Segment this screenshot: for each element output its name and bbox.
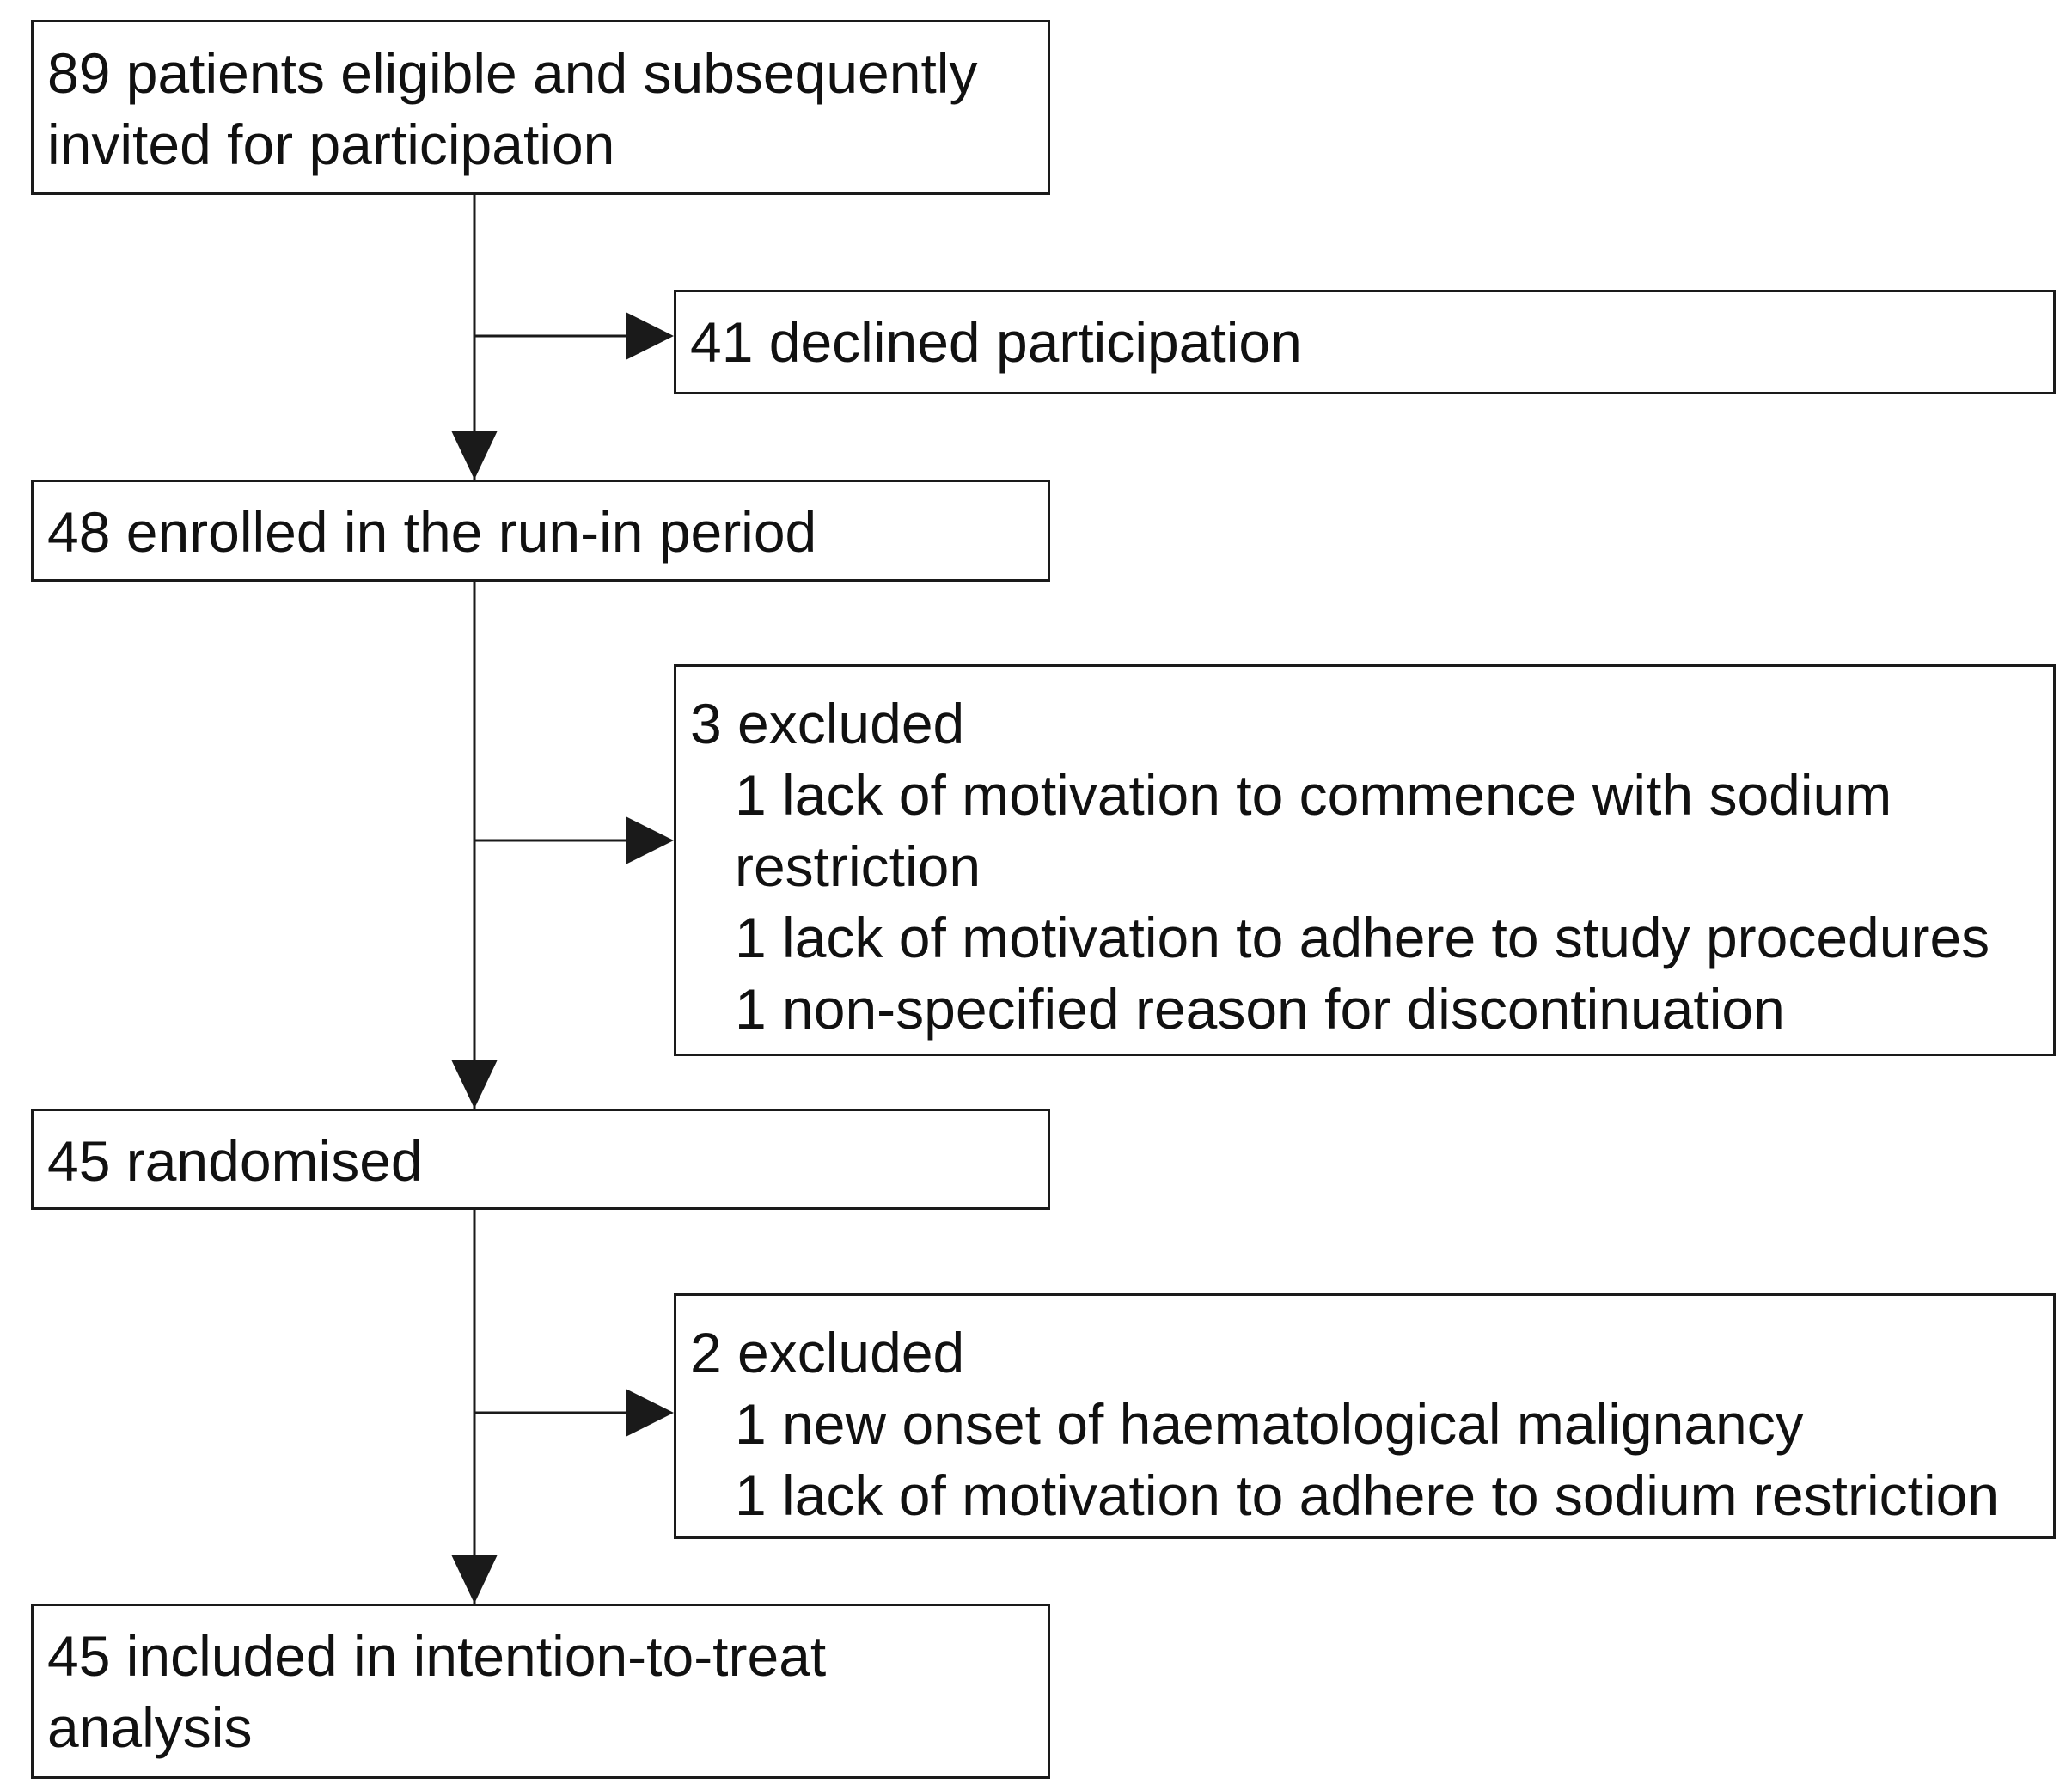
excluded-post-reason-2: 1 lack of motivation to adhere to sodium… <box>735 1463 2000 1527</box>
excluded-runin-reason-2: 1 lack of motivation to adhere to study … <box>735 906 1990 969</box>
eligible-text-line-1: 89 patients eligible and subsequently <box>47 41 978 105</box>
eligible-box: 89 patients eligible and subsequently in… <box>31 20 1050 195</box>
declined-text: 41 declined participation <box>690 310 1302 374</box>
itt-text-line-2: analysis <box>47 1695 253 1759</box>
enrolled-box: 48 enrolled in the run-in period <box>31 480 1050 582</box>
enrolled-text: 48 enrolled in the run-in period <box>47 500 817 564</box>
excluded-runin-box: 3 excluded 1 lack of motivation to comme… <box>674 664 2056 1056</box>
randomised-text: 45 randomised <box>47 1129 423 1193</box>
arrowhead-to-enrolled <box>451 431 498 480</box>
excluded-runin-heading: 3 excluded <box>690 692 965 755</box>
excluded-runin-reason-3: 1 non-specified reason for discontinuati… <box>735 977 1785 1041</box>
excluded-post-randomisation-box: 2 excluded 1 new onset of haematological… <box>674 1293 2056 1539</box>
excluded-runin-reason-1: 1 lack of motivation to commence with so… <box>735 763 1892 827</box>
eligible-text-line-2: invited for participation <box>47 113 615 176</box>
arrowhead-to-itt <box>451 1555 498 1604</box>
arrowhead-to-randomised <box>451 1060 498 1109</box>
arrowhead-to-excluded-post <box>626 1389 674 1437</box>
declined-box: 41 declined participation <box>674 290 2056 394</box>
excluded-post-reason-1: 1 new onset of haematological malignancy <box>735 1392 1804 1456</box>
arrowhead-to-declined <box>626 312 674 360</box>
excluded-post-heading: 2 excluded <box>690 1321 965 1384</box>
arrowhead-to-excluded-runin <box>626 816 674 864</box>
randomised-box: 45 randomised <box>31 1109 1050 1210</box>
itt-analysis-box: 45 included in intention-to-treat analys… <box>31 1604 1050 1779</box>
excluded-runin-reason-1-continued: restriction <box>735 834 981 898</box>
itt-text-line-1: 45 included in intention-to-treat <box>47 1624 827 1688</box>
